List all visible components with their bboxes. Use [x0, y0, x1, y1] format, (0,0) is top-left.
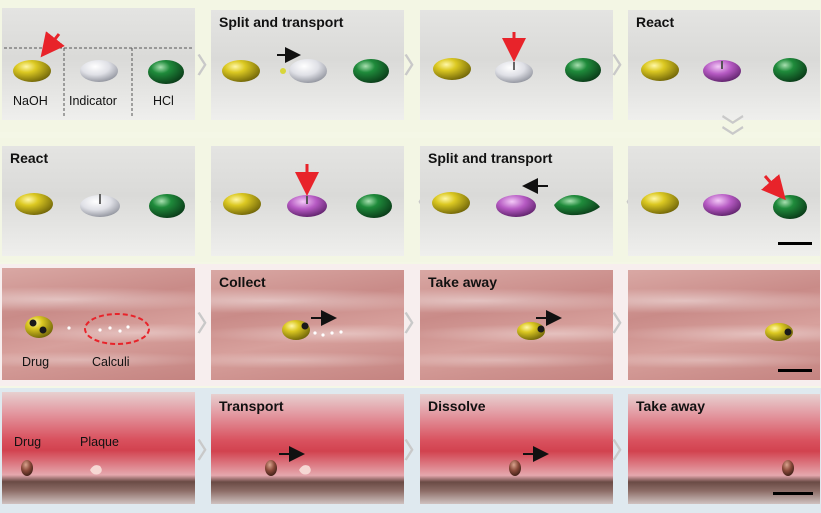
drug-droplet [21, 460, 33, 476]
row4-panel2: Transport [211, 394, 404, 504]
panel-title: React [10, 150, 49, 166]
label-calculi: Calculi [92, 355, 130, 369]
row1-panel1: NaOH Indicator HCl [2, 8, 195, 120]
row4-panel4: Take away [628, 394, 820, 504]
row1-panel2: Split and transport [211, 10, 404, 120]
row4-panel1: Drug Plaque [2, 392, 195, 504]
panel-title: Split and transport [428, 150, 553, 166]
row2-panel1: React [2, 146, 195, 256]
panel-title: Take away [428, 274, 498, 290]
red-arrow-icon [761, 174, 786, 201]
scale-bar [778, 242, 812, 245]
hcl-droplet [148, 60, 184, 84]
panel-title: React [636, 14, 675, 30]
indicator-droplet [80, 60, 118, 82]
label-hcl: HCl [153, 94, 174, 108]
row1-panel3 [420, 10, 613, 120]
row1-panel4: React [628, 10, 820, 120]
naoh-droplet [13, 60, 51, 82]
label-drug: Drug [14, 435, 42, 449]
row3-panel3: Take away [420, 270, 613, 380]
row3-panel4 [628, 270, 820, 380]
label-naoh: NaOH [13, 94, 48, 108]
row3-panel2: Collect [211, 270, 404, 380]
plaque [90, 465, 102, 475]
scale-bar [778, 369, 812, 372]
calculi-outline [84, 313, 150, 345]
panel-title: Collect [219, 274, 266, 290]
panel-title: Split and transport [219, 14, 344, 30]
panel-title: Dissolve [428, 398, 486, 414]
drug-droplet [25, 316, 53, 338]
panel-title: Transport [219, 398, 284, 414]
row2-panel3: Split and transport [420, 146, 613, 256]
row2-panel4 [628, 146, 820, 256]
row3-panel1: Drug Calculi [2, 268, 195, 380]
label-indicator: Indicator [69, 94, 117, 108]
row4-panel3: Dissolve [420, 394, 613, 504]
label-drug: Drug [22, 355, 50, 369]
row2-panel2 [211, 146, 404, 256]
panel-title: Take away [636, 398, 706, 414]
red-arrow-icon [40, 31, 65, 58]
label-plaque: Plaque [80, 435, 119, 449]
scale-bar [773, 492, 813, 495]
